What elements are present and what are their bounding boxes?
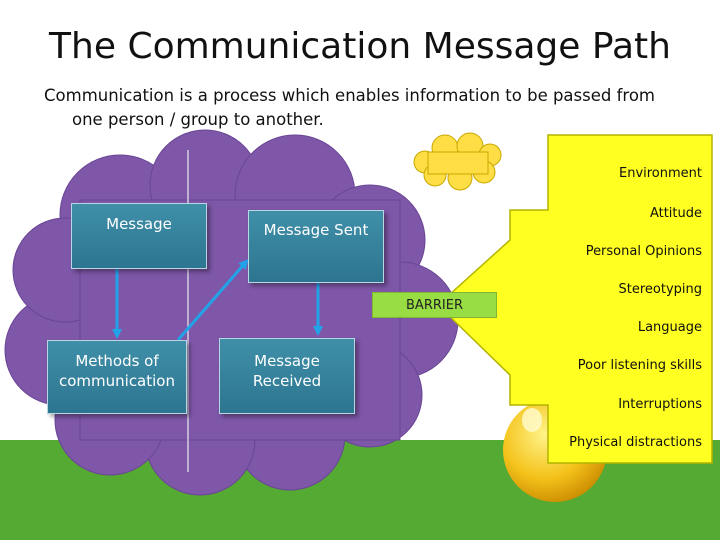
barrier-item-interruptions: Interruptions <box>618 397 702 412</box>
message-sent-box: Message Sent <box>248 210 384 283</box>
message-box-label: Message <box>106 215 172 233</box>
methods-label-line-1: Methods of <box>75 352 159 370</box>
received-label-line-1: Message <box>254 352 320 370</box>
intro-text: Communication is a process which enables… <box>44 84 684 132</box>
barrier-item-stereotyping: Stereotyping <box>618 282 702 297</box>
barrier-box: BARRIER <box>372 292 497 318</box>
barrier-item-physical-distractions: Physical distractions <box>569 435 702 450</box>
intro-line-1: Communication is a process which enables… <box>44 86 656 105</box>
small-yellow-cloud <box>413 132 502 191</box>
message-received-box: Message Received <box>219 338 355 414</box>
arrow-methods-to-sent <box>176 258 249 341</box>
barrier-item-language: Language <box>637 320 702 335</box>
intro-line-2: one person / group to another. <box>72 110 324 129</box>
barrier-callout <box>436 134 713 464</box>
message-sent-label: Message Sent <box>263 221 369 239</box>
methods-box: Methods of communication <box>47 340 187 414</box>
barrier-item-poor-listening: Poor listening skills <box>577 358 702 373</box>
methods-label-line-2: communication <box>58 372 175 390</box>
received-label-line-2: Received <box>252 372 322 390</box>
page-title: The Communication Message Path <box>49 26 671 67</box>
barrier-item-environment: Environment <box>618 166 702 181</box>
barrier-item-personal-opinions: Personal Opinions <box>585 244 702 259</box>
message-box: Message <box>71 203 207 269</box>
barrier-item-attitude: Attitude <box>649 206 702 221</box>
